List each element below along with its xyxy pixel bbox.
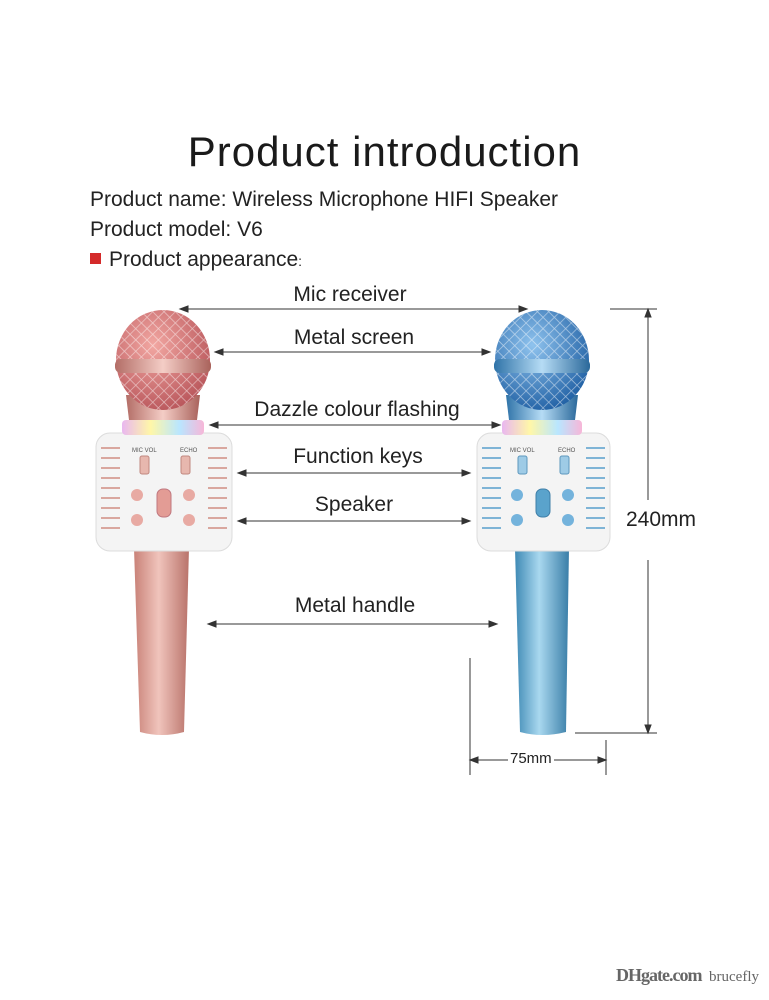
watermark-user: brucefly bbox=[709, 969, 759, 985]
rose-mic-vol-label: MIC VOL bbox=[132, 448, 157, 454]
speaker-label: Speaker bbox=[314, 493, 394, 516]
watermark-logo: DHgate.com bbox=[616, 965, 702, 985]
blue-microphone: MIC VOL ECHO bbox=[476, 310, 611, 735]
metal-handle-label: Metal handle bbox=[294, 594, 416, 617]
callout-arrows bbox=[178, 305, 529, 628]
bullet-square-icon bbox=[90, 253, 101, 264]
product-model-line: Product model: V6 bbox=[90, 218, 263, 241]
height-dimension-label: 240mm bbox=[626, 508, 697, 531]
appearance-colon: : bbox=[298, 253, 303, 269]
dazzle-colour-label: Dazzle colour flashing bbox=[254, 398, 460, 421]
product-appearance-label: Product appearance bbox=[109, 248, 299, 271]
rose-echo-label: ECHO bbox=[180, 448, 198, 454]
function-keys-label: Function keys bbox=[293, 445, 423, 468]
blue-mic-vol-label: MIC VOL bbox=[510, 448, 535, 454]
mic-receiver-label: Mic receiver bbox=[293, 283, 407, 306]
dimension-lines bbox=[468, 307, 657, 775]
rose-gold-microphone: MIC VOL ECHO bbox=[95, 310, 233, 735]
blue-echo-label: ECHO bbox=[558, 448, 576, 454]
metal-screen-label: Metal screen bbox=[293, 326, 415, 349]
product-name-line: Product name: Wireless Microphone HIFI S… bbox=[90, 188, 559, 211]
width-dimension-label: 75mm bbox=[508, 750, 554, 767]
watermark: DHgate.com brucefly bbox=[616, 965, 759, 986]
product-appearance-line: Product appearance: bbox=[90, 248, 302, 272]
page-title: Product introduction bbox=[187, 128, 582, 175]
